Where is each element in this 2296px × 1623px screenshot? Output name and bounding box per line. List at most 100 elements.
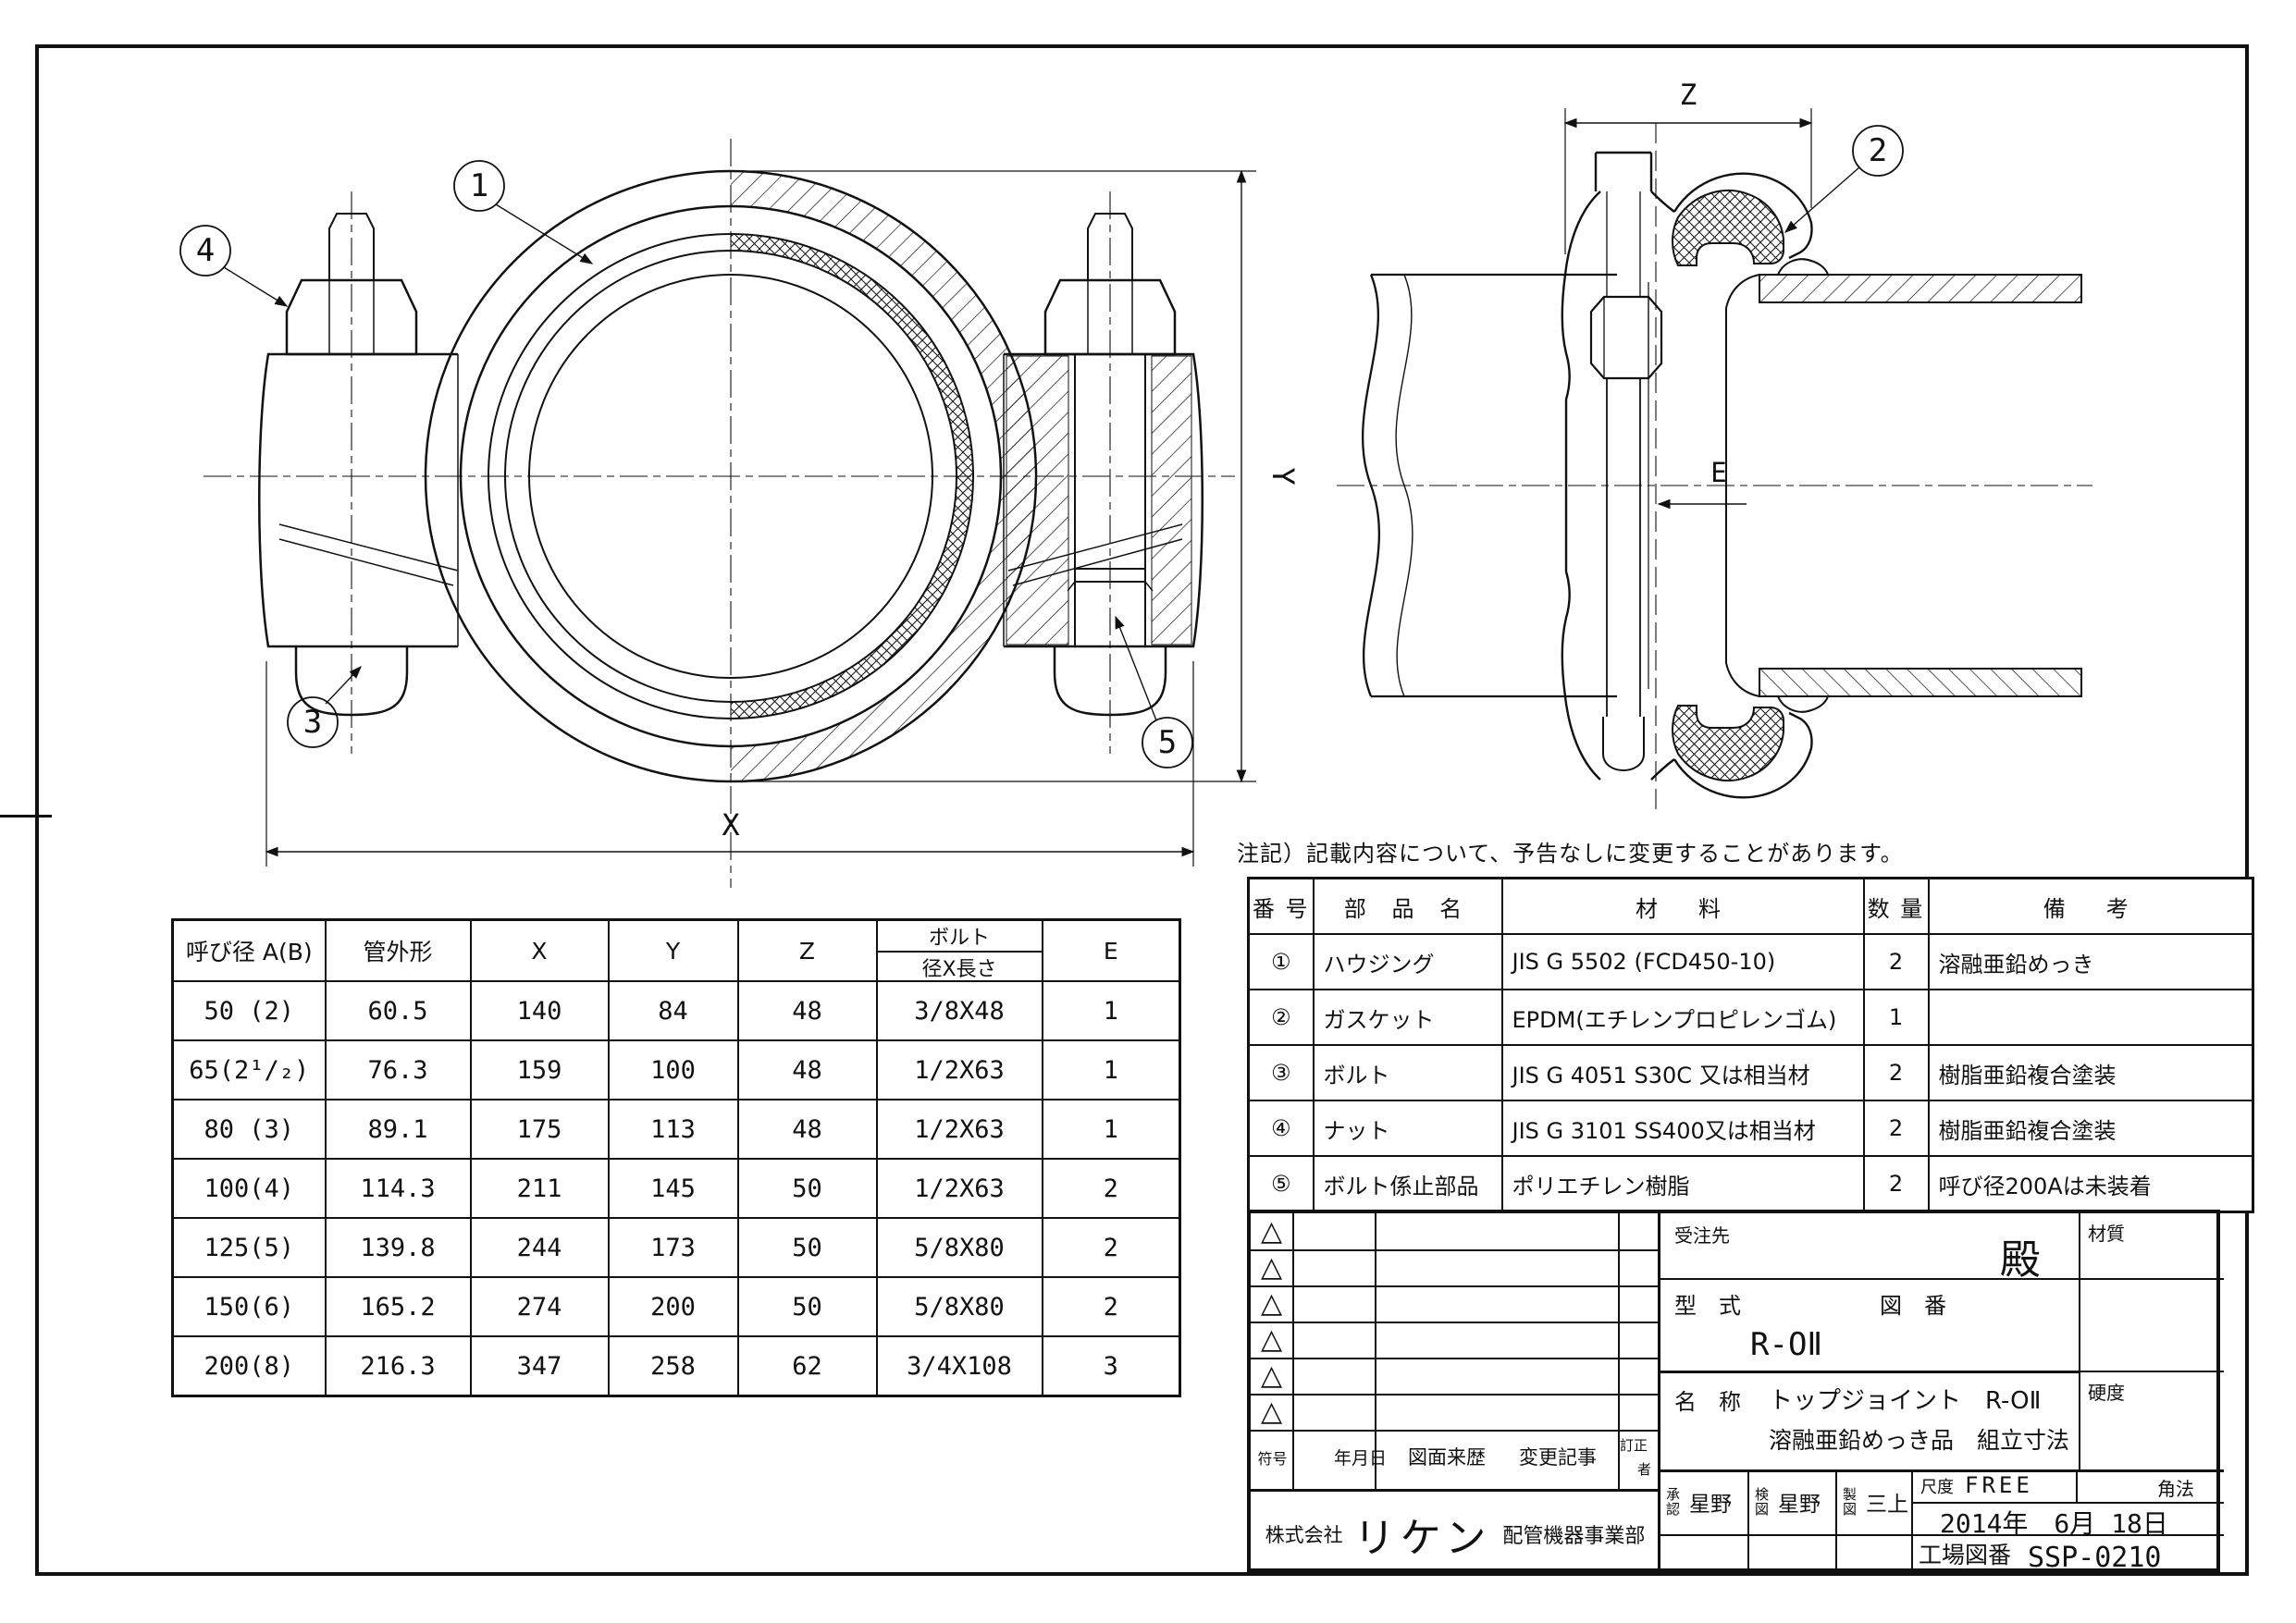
draft-label: 製図 bbox=[1843, 1486, 1858, 1518]
dimension-x: X bbox=[265, 661, 1195, 867]
revision-history-label: 図面来歴 bbox=[1408, 1446, 1486, 1469]
table-cell: 1/2X63 bbox=[875, 1158, 1043, 1219]
check-label: 検図 bbox=[1755, 1486, 1770, 1518]
table-cell: 145 bbox=[607, 1158, 739, 1219]
callout-4: 4 bbox=[179, 225, 289, 307]
dimension-y-label: Y bbox=[1265, 467, 1301, 485]
company-suffix: 配管機器事業部 bbox=[1502, 1524, 1646, 1548]
callout-4-number: 4 bbox=[196, 232, 215, 269]
table-cell: 100 bbox=[607, 1039, 739, 1100]
table-cell: ボルト係止部品 bbox=[1312, 1155, 1503, 1213]
table-cell: 150(6) bbox=[171, 1276, 327, 1337]
callout-2: 2 bbox=[1784, 125, 1904, 233]
divider bbox=[1911, 1469, 1913, 1576]
table-cell: ③ bbox=[1247, 1044, 1315, 1101]
table-cell: 50 (2) bbox=[171, 980, 327, 1041]
table-cell: ④ bbox=[1247, 1100, 1315, 1157]
name-label: 名 称 bbox=[1674, 1389, 1741, 1415]
corrector-label-bottom: 者 bbox=[1637, 1461, 1652, 1478]
divider bbox=[1660, 1469, 2224, 1472]
callout-1: 1 bbox=[453, 160, 594, 264]
table-cell: 1/2X63 bbox=[875, 1099, 1043, 1160]
header-od: 管外形 bbox=[324, 918, 472, 982]
company-row: 株式会社 リケン 配管機器事業部 bbox=[1251, 1492, 1660, 1576]
divider bbox=[2080, 1371, 2224, 1372]
header-z: Z bbox=[736, 918, 878, 982]
header-bolt-bottom: 径X長さ bbox=[921, 958, 997, 981]
dimension-e: E bbox=[1657, 457, 1747, 510]
callout-3-number: 3 bbox=[303, 704, 322, 741]
revision-sign-label: 符号 bbox=[1257, 1450, 1288, 1468]
sheet-border bbox=[35, 44, 2249, 1576]
side-view-drawing: Z 2 E bbox=[1337, 79, 2092, 809]
table-cell: 80 (3) bbox=[171, 1099, 327, 1160]
table-cell: 2 bbox=[1862, 1044, 1930, 1101]
revision-mark: △ bbox=[1260, 1251, 1283, 1284]
table-cell: ポリエチレン樹脂 bbox=[1500, 1155, 1865, 1213]
header-qty: 数 量 bbox=[1862, 877, 1930, 935]
table-cell: 175 bbox=[469, 1099, 610, 1160]
right-lug bbox=[1003, 352, 1204, 648]
right-pipe-wall bbox=[1759, 274, 2082, 303]
header-material: 材 料 bbox=[1500, 877, 1865, 935]
table-cell: 1 bbox=[1041, 980, 1181, 1041]
table-cell: 溶融亜鉛めっき bbox=[1927, 933, 2254, 990]
right-nut bbox=[1043, 213, 1177, 356]
header-remarks: 備 考 bbox=[1927, 877, 2254, 935]
table-cell: 65(2¹/₂) bbox=[171, 1039, 327, 1100]
housing-section-hatch bbox=[731, 171, 1036, 781]
hardness-label: 硬度 bbox=[2088, 1382, 2125, 1404]
table-cell: 140 bbox=[469, 980, 610, 1041]
divider bbox=[1660, 1534, 2224, 1536]
divider bbox=[1251, 1249, 1660, 1251]
divider bbox=[2076, 1469, 2078, 1502]
bolt-retainer bbox=[1067, 568, 1154, 592]
model-value: R-OⅡ bbox=[1750, 1326, 1823, 1363]
table-cell: 347 bbox=[469, 1335, 610, 1397]
gasket-section bbox=[1672, 190, 1784, 266]
left-nut bbox=[285, 213, 418, 356]
table-cell: 樹脂亜鉛複合塗装 bbox=[1927, 1100, 2254, 1157]
check-name: 星野 bbox=[1778, 1493, 1821, 1517]
company-prefix: 株式会社 bbox=[1265, 1523, 1343, 1546]
table-cell: 3/4X108 bbox=[875, 1335, 1043, 1397]
table-cell: ① bbox=[1247, 933, 1315, 990]
table-cell: ボルト bbox=[1312, 1044, 1503, 1101]
header-x: X bbox=[469, 918, 610, 982]
revision-mark: △ bbox=[1260, 1323, 1283, 1356]
divider bbox=[1658, 1213, 1660, 1568]
table-cell: EPDM(エチレンプロピレンゴム) bbox=[1500, 989, 1865, 1046]
coupling-front-view: 1 4 3 5 X bbox=[179, 139, 1301, 888]
table-cell: ② bbox=[1247, 989, 1315, 1046]
table-cell: 274 bbox=[469, 1276, 610, 1337]
table-cell: 1 bbox=[1041, 1099, 1181, 1160]
divider bbox=[1251, 1394, 1660, 1396]
drafter-cell: 製図 三上 bbox=[1837, 1469, 1911, 1534]
table-cell: 2 bbox=[1041, 1276, 1181, 1337]
material-label: 材質 bbox=[2088, 1223, 2125, 1245]
table-cell: 165.2 bbox=[324, 1276, 472, 1337]
table-cell: 48 bbox=[736, 980, 878, 1041]
divider bbox=[1835, 1469, 1837, 1576]
callout-5: 5 bbox=[1115, 615, 1193, 768]
dimension-y: Y bbox=[749, 169, 1301, 783]
dimension-table: 呼び径 A(B) 管外形 X Y Z ボルト 径X長さ E 50 (2)60.5… bbox=[171, 918, 1181, 1397]
divider bbox=[1660, 1371, 2080, 1373]
header-y: Y bbox=[607, 918, 739, 982]
dimension-table-header: 呼び径 A(B) 管外形 X Y Z ボルト 径X長さ E bbox=[171, 918, 1181, 982]
side-bolt bbox=[1589, 151, 1663, 771]
table-cell: JIS G 4051 S30C 又は相当材 bbox=[1500, 1044, 1865, 1101]
customer-label: 受注先 bbox=[1674, 1224, 1730, 1247]
dimension-x-label: X bbox=[722, 807, 739, 842]
table-cell: 48 bbox=[736, 1039, 878, 1100]
divider bbox=[1251, 1489, 1660, 1492]
table-cell: 2 bbox=[1862, 1100, 1930, 1157]
header-e: E bbox=[1041, 918, 1181, 982]
callout-1-number: 1 bbox=[470, 167, 488, 204]
divider bbox=[1747, 1469, 1749, 1576]
header-size: 呼び径 A(B) bbox=[171, 918, 327, 982]
